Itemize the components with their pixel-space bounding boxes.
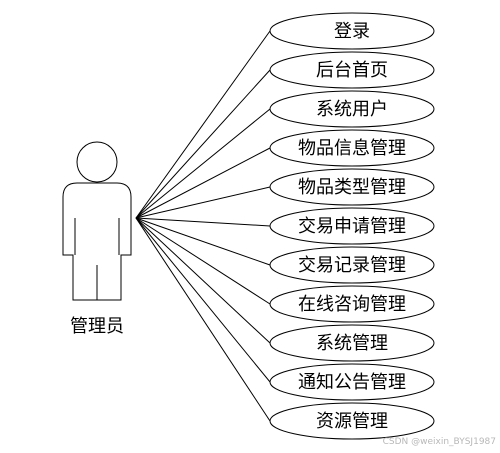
actor-figure: 管理员 bbox=[62, 141, 132, 337]
use-case-ellipse bbox=[269, 285, 435, 323]
use-case-label: 物品类型管理 bbox=[298, 177, 406, 198]
use-case: 登录 bbox=[269, 12, 435, 50]
association-lines bbox=[135, 30, 271, 422]
use-case-list: 登录后台首页系统用户物品信息管理物品类型管理交易申请管理交易记录管理在线咨询管理… bbox=[269, 12, 435, 440]
use-case-ellipse bbox=[269, 363, 435, 401]
actor-label: 管理员 bbox=[70, 316, 124, 337]
watermark: CSDN @weixin_BYSJ1987 bbox=[383, 437, 496, 447]
use-case: 系统管理 bbox=[269, 324, 435, 362]
use-case-label: 交易申请管理 bbox=[298, 216, 406, 237]
use-case: 后台首页 bbox=[269, 51, 435, 89]
use-case-ellipse bbox=[269, 129, 435, 167]
association-line bbox=[135, 217, 271, 422]
use-case-ellipse bbox=[269, 246, 435, 284]
use-case-label: 通知公告管理 bbox=[298, 372, 406, 393]
use-case-label: 系统管理 bbox=[316, 333, 388, 354]
use-case: 物品信息管理 bbox=[269, 129, 435, 167]
use-case: 在线咨询管理 bbox=[269, 285, 435, 323]
association-line bbox=[135, 186, 271, 219]
association-line bbox=[135, 217, 271, 227]
association-line bbox=[135, 147, 271, 219]
use-case-ellipse bbox=[269, 90, 435, 128]
use-case-label: 资源管理 bbox=[316, 411, 388, 432]
use-case-ellipse bbox=[269, 207, 435, 245]
stick-figure-actor-icon bbox=[62, 141, 132, 301]
use-case-ellipse bbox=[269, 12, 435, 50]
use-case: 交易申请管理 bbox=[269, 207, 435, 245]
use-case: 物品类型管理 bbox=[269, 168, 435, 206]
use-case-label: 物品信息管理 bbox=[298, 138, 406, 159]
use-case-ellipse bbox=[269, 51, 435, 89]
association-line bbox=[135, 217, 271, 344]
use-case-label: 在线咨询管理 bbox=[298, 294, 406, 315]
use-case-label: 后台首页 bbox=[316, 60, 388, 81]
association-line bbox=[135, 30, 271, 219]
use-case: 交易记录管理 bbox=[269, 246, 435, 284]
use-case-ellipse bbox=[269, 324, 435, 362]
association-line bbox=[135, 217, 271, 383]
association-line bbox=[135, 69, 271, 219]
use-case-label: 登录 bbox=[334, 21, 370, 42]
use-case-label: 系统用户 bbox=[316, 99, 388, 120]
use-case-ellipse bbox=[269, 168, 435, 206]
use-case: 系统用户 bbox=[269, 90, 435, 128]
use-case: 资源管理 bbox=[269, 402, 435, 440]
association-line bbox=[135, 217, 271, 266]
association-line bbox=[135, 217, 271, 305]
use-case: 通知公告管理 bbox=[269, 363, 435, 401]
association-line bbox=[135, 108, 271, 219]
use-case-label: 交易记录管理 bbox=[298, 255, 406, 276]
use-case-ellipse bbox=[269, 402, 435, 440]
